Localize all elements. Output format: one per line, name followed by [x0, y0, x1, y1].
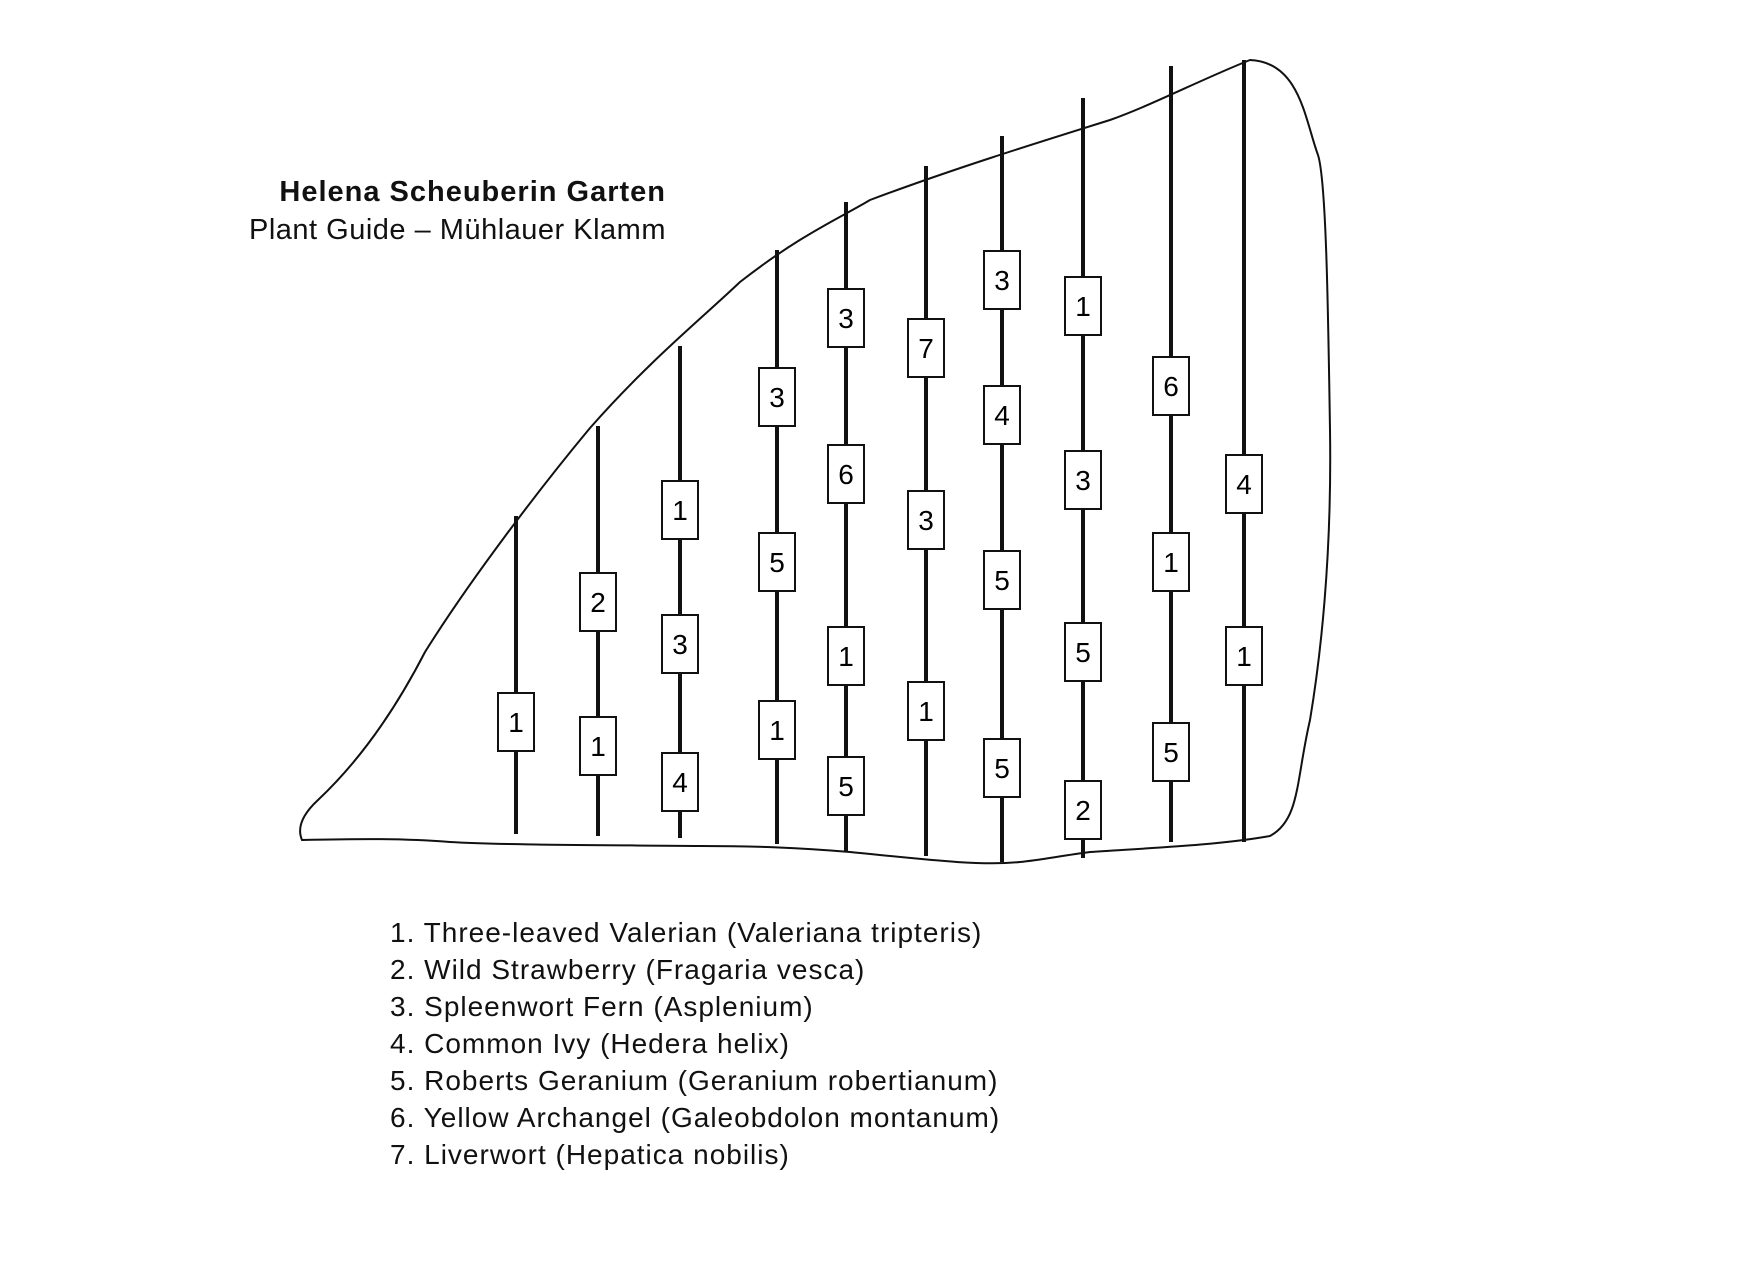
planting-row: 21 [579, 426, 617, 836]
planting-row: 1 3 4 [661, 346, 699, 838]
planting-row: 3 4 5 5 [983, 136, 1021, 862]
plant-marker-box [983, 550, 1021, 610]
plant-marker-box [983, 250, 1021, 310]
plant-marker-box [1225, 454, 1263, 514]
plant-marker-label: 1 [1075, 291, 1091, 322]
plant-marker-box [1064, 622, 1102, 682]
plant-marker-label: 5 [769, 547, 785, 578]
plant-marker-box [758, 532, 796, 592]
plant-marker-label: 5 [1163, 737, 1179, 768]
plant-marker-label: 5 [994, 753, 1010, 784]
plant-marker-label: 5 [838, 771, 854, 802]
plant-marker-label: 1 [1236, 641, 1252, 672]
plant-marker-box [827, 444, 865, 504]
plant-marker-box [907, 681, 945, 741]
legend-item: 4. Common Ivy (Hedera helix) [390, 1028, 790, 1059]
plant-marker-box [497, 692, 535, 752]
plant-marker-label: 3 [838, 303, 854, 334]
plant-marker-box [827, 756, 865, 816]
plant-marker-label: 3 [672, 629, 688, 660]
legend-item: 1. Three-leaved Valerian (Valeriana trip… [390, 917, 983, 948]
garden-outline [299, 58, 1332, 865]
plant-marker-box [907, 318, 945, 378]
plant-marker-label: 3 [994, 265, 1010, 296]
planting-row: 1 [497, 516, 535, 834]
plant-marker-label: 6 [838, 459, 854, 490]
legend-item: 3. Spleenwort Fern (Asplenium) [390, 991, 814, 1022]
planting-row: 3 5 1 [758, 250, 796, 844]
plant-marker-label: 1 [590, 731, 606, 762]
plant-marker-box [907, 490, 945, 550]
planting-row: 3 6 1 5 [827, 202, 865, 852]
planting-row: 6 1 5 [1152, 66, 1190, 842]
plant-marker-label: 1 [769, 715, 785, 746]
plant-marker-box [1152, 356, 1190, 416]
plant-marker-box [827, 288, 865, 348]
plant-marker-label: 4 [994, 400, 1010, 431]
plant-marker-label: 5 [994, 565, 1010, 596]
plant-marker-label: 1 [918, 696, 934, 727]
plant-marker-box [1225, 626, 1263, 686]
legend-item: 2. Wild Strawberry (Fragaria vesca) [390, 954, 866, 985]
plant-marker-label: 1 [508, 707, 524, 738]
plant-marker-box [661, 480, 699, 540]
plant-marker-box [758, 700, 796, 760]
plant-marker-box [1064, 276, 1102, 336]
plant-marker-label: 1 [838, 641, 854, 672]
planting-row: 1 3 5 2 [1064, 98, 1102, 858]
plant-marker-box [983, 385, 1021, 445]
plant-marker-label: 2 [1075, 795, 1091, 826]
plant-marker-box [661, 752, 699, 812]
plant-marker-box [758, 367, 796, 427]
planting-row: 7 3 1 [907, 166, 945, 856]
plant-marker-label: 1 [672, 495, 688, 526]
planting-row: 41 [1225, 60, 1263, 842]
plant-marker-box [1064, 780, 1102, 840]
plant-marker-box [579, 572, 617, 632]
plant-marker-box [1064, 450, 1102, 510]
garden-subtitle: Plant Guide – Mühlauer Klamm [249, 214, 666, 246]
legend-item: 6. Yellow Archangel (Galeobdolon montanu… [390, 1102, 1001, 1133]
plant-marker-label: 3 [769, 382, 785, 413]
plant-marker-label: 6 [1163, 371, 1179, 402]
plant-marker-label: 4 [672, 767, 688, 798]
legend-item: 5. Roberts Geranium (Geranium robertianu… [390, 1065, 999, 1096]
garden-title: Helena Scheuberin Garten [279, 176, 666, 208]
plant-marker-box [827, 626, 865, 686]
plant-marker-label: 4 [1236, 469, 1252, 500]
plant-marker-label: 5 [1075, 637, 1091, 668]
plant-marker-label: 3 [1075, 465, 1091, 496]
plant-marker-label: 2 [590, 587, 606, 618]
plant-marker-label: 1 [1163, 547, 1179, 578]
plant-marker-label: 3 [918, 505, 934, 536]
plant-marker-box [1152, 532, 1190, 592]
plant-legend: 1. Three-leaved Valerian (Valeriana trip… [390, 914, 1000, 1173]
plant-marker-box [983, 738, 1021, 798]
legend-item: 7. Liverwort (Hepatica nobilis) [390, 1139, 790, 1170]
plant-marker-box [579, 716, 617, 776]
plant-marker-box [1152, 722, 1190, 782]
plant-marker-label: 7 [918, 333, 934, 364]
plant-marker-box [661, 614, 699, 674]
